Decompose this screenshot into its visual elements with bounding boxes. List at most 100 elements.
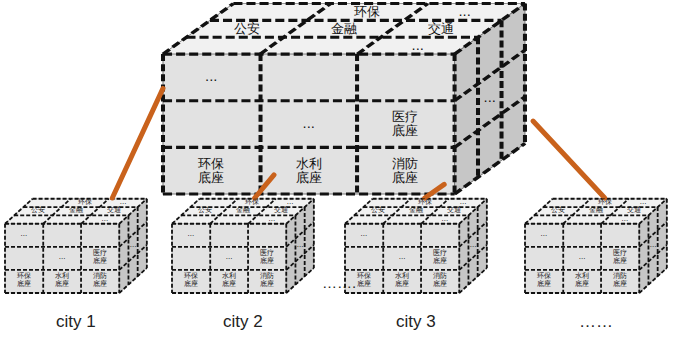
cube-label: ... — [412, 39, 424, 53]
cube-label: 水利底座 — [222, 274, 236, 289]
cube-seam — [163, 53, 455, 56]
cube-seam — [42, 224, 44, 293]
cube-seam — [259, 54, 263, 194]
cube-seam — [639, 268, 667, 293]
cube-label: ... — [470, 242, 477, 250]
cube-seam — [455, 143, 525, 194]
cube-seam — [477, 207, 479, 276]
cube-label: ... — [399, 255, 406, 263]
cube-seam — [563, 199, 591, 224]
cube-seam — [161, 54, 165, 194]
cube-seam — [345, 292, 459, 294]
cube-seam — [468, 215, 470, 284]
cube-seam — [260, 4, 330, 55]
cube-seam — [345, 223, 459, 225]
cube-seam — [486, 199, 488, 268]
cube-seam — [525, 246, 639, 248]
cube-seam — [5, 199, 33, 224]
cube-seam — [163, 146, 455, 149]
cube-label: ... — [579, 255, 586, 263]
city-caption: city 3 — [396, 312, 436, 331]
cube-seam — [657, 207, 659, 276]
cube-seam — [525, 269, 639, 271]
cube-seam — [5, 292, 119, 294]
cube-face — [172, 224, 286, 293]
cube-seam — [525, 199, 553, 224]
cube-seam — [455, 4, 525, 55]
cube-label: 医疗底座 — [613, 251, 627, 266]
cube-label: ... — [297, 242, 304, 250]
cube-seam — [600, 224, 602, 293]
cube-label: 环保底座 — [198, 156, 224, 185]
cube-seam — [163, 4, 233, 55]
cube-label: ... — [226, 255, 233, 263]
platform-cube: 公安环保...金融交通......医疗底座环保底座...水利底座消防底座... — [163, 2, 533, 194]
cube-seam — [119, 199, 147, 224]
cube-face — [459, 199, 487, 293]
cube-seam — [172, 246, 286, 248]
ellipsis-note: ……. — [322, 274, 356, 291]
cube-face — [455, 4, 525, 194]
cube-seam — [523, 4, 527, 144]
cube-seam — [171, 224, 173, 293]
cube-label: ... — [101, 216, 108, 224]
cube-label: 公安 — [551, 207, 565, 215]
cube-seam — [313, 199, 315, 268]
cube-label: ... — [21, 231, 28, 239]
city-caption: city 2 — [223, 312, 263, 331]
cube-seam — [172, 223, 286, 225]
cube-label: 医疗底座 — [392, 110, 418, 139]
cube-label: 金融 — [331, 22, 357, 36]
cube-seam — [638, 224, 640, 293]
cube-seam — [163, 99, 455, 102]
cube-label: 交通 — [274, 207, 288, 215]
cube-face — [163, 54, 455, 194]
cube-label: 环保 — [418, 199, 432, 207]
cube-label: ... — [441, 216, 448, 224]
cube-label: 水利底座 — [296, 156, 322, 185]
cube-label: ... — [541, 231, 548, 239]
cube-label: ... — [458, 5, 470, 19]
cube-label: 金融 — [69, 207, 83, 215]
cube-label: 公安 — [371, 207, 385, 215]
cube-seam — [639, 199, 667, 224]
cube-seam — [525, 292, 639, 294]
cube-seam — [562, 224, 564, 293]
cube-label: ... — [205, 70, 217, 84]
cube-seam — [383, 199, 411, 224]
cube-seam — [172, 269, 286, 271]
cube-seam — [210, 199, 238, 224]
cube-label: ... — [303, 117, 315, 131]
cube-label: 交通 — [428, 22, 454, 36]
cube-label: 消防底座 — [260, 274, 274, 289]
cube-seam — [420, 224, 422, 293]
cube-label: 水利底座 — [575, 274, 589, 289]
cube-seam — [534, 215, 648, 217]
cube-seam — [458, 224, 460, 293]
city-cube: 公安环保...金融交通......医疗底座环保底座...水利底座消防底座...c… — [5, 198, 150, 293]
cube-label: 消防底座 — [613, 274, 627, 289]
cube-label: 金融 — [589, 207, 603, 215]
cube-label: ... — [361, 231, 368, 239]
city-caption: …… — [579, 312, 613, 331]
cube-seam — [118, 224, 120, 293]
cube-seam — [4, 224, 6, 293]
cube-seam — [286, 268, 314, 293]
cube-seam — [137, 207, 139, 276]
cube-label: ... — [59, 255, 66, 263]
cube-label: 交通 — [627, 207, 641, 215]
cube-label: 公安 — [198, 207, 212, 215]
cube-label: 环保 — [78, 199, 92, 207]
cube-seam — [525, 223, 639, 225]
cube-label: ... — [484, 91, 496, 105]
cube-seam — [80, 224, 82, 293]
cube-label: 消防底座 — [392, 156, 418, 185]
cube-label: 金融 — [409, 207, 423, 215]
cube-seam — [355, 54, 359, 194]
cube-seam — [345, 246, 459, 248]
cube-seam — [453, 54, 457, 194]
cube-seam — [128, 215, 130, 284]
cube-label: 环保 — [598, 199, 612, 207]
cube-seam — [345, 269, 459, 271]
